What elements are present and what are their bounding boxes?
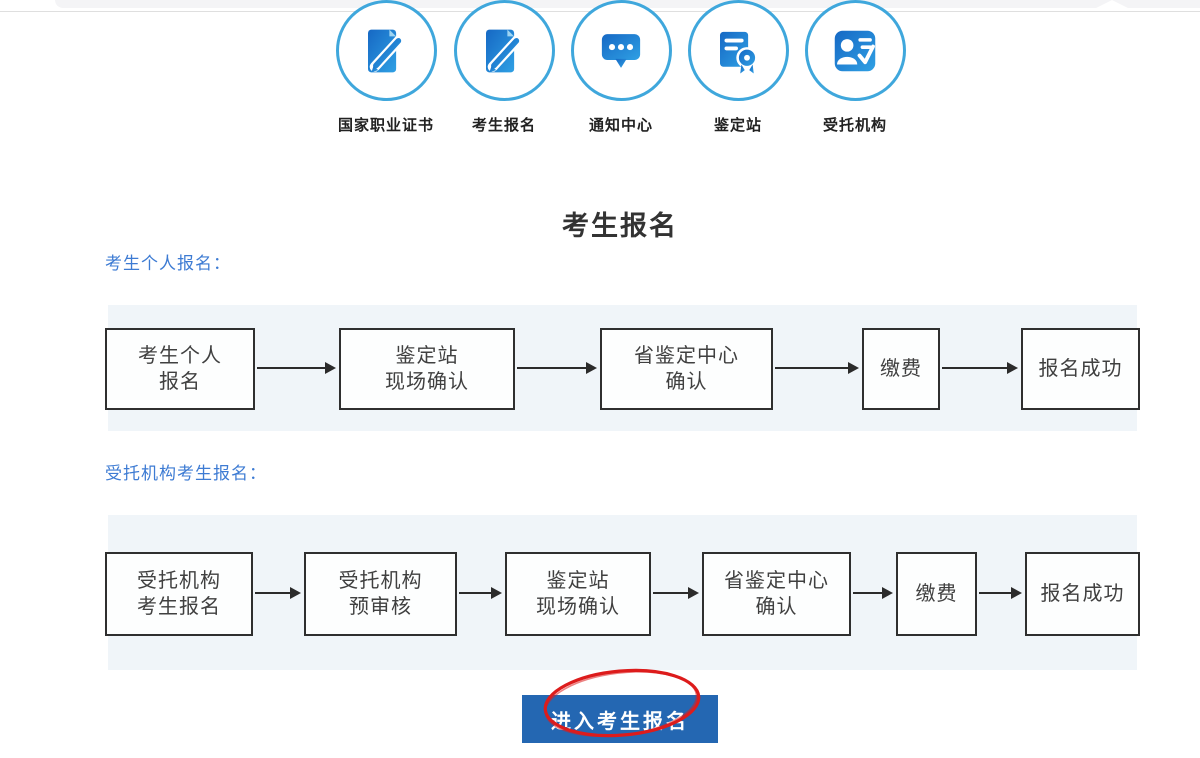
document-pencil-icon: [486, 29, 523, 72]
nav-circle: [804, 0, 906, 101]
flow-arrow-icon: [255, 587, 301, 599]
flow-step-line: 考生报名: [137, 596, 221, 618]
flow-step: 缴费: [862, 328, 940, 410]
toolbar-notch: [1096, 0, 1128, 8]
flow-step-line: 确认: [665, 371, 708, 393]
section-label-individual: 考生个人报名：: [105, 254, 231, 273]
flow-step: 鉴定站 现场确认: [339, 328, 515, 410]
flow-step: 受托机构 预审核: [304, 552, 457, 636]
flow-step-line: 鉴定站: [395, 344, 459, 367]
flow-step-line: 现场确认: [385, 371, 469, 393]
certificate-medal-icon: [720, 31, 758, 73]
flow-step: 考生个人 报名: [105, 328, 255, 410]
flow-step: 报名成功: [1025, 552, 1140, 636]
flow-step-line: 省鉴定中心: [724, 569, 829, 592]
nav-item-assessment-station[interactable]: 鉴定站: [680, 0, 796, 135]
flow-arrow-icon: [979, 587, 1022, 599]
person-checklist-icon: [834, 30, 876, 71]
flow-step: 缴费: [896, 552, 977, 636]
flow-step-line: 确认: [755, 596, 798, 618]
flow-step-line: 报名成功: [1038, 357, 1123, 380]
flow-step-line: 预审核: [349, 596, 412, 618]
flow-step: 鉴定站 现场确认: [505, 552, 651, 636]
nav-item-candidate-registration[interactable]: 考生报名: [446, 0, 562, 135]
flow-step: 省鉴定中心 确认: [702, 552, 851, 636]
flow-step-line: 现场确认: [536, 596, 620, 618]
nav-item-label: 通知中心: [588, 117, 653, 134]
enter-registration-button[interactable]: 进入考生报名: [522, 695, 718, 743]
nav-item-notification-center[interactable]: 通知中心: [563, 0, 679, 135]
flow-step-line: 报名成功: [1040, 582, 1125, 605]
nav-item-label: 国家职业证书: [337, 117, 434, 134]
nav-item-entrusted-institution[interactable]: 受托机构: [797, 0, 913, 135]
flow-arrow-icon: [459, 587, 502, 599]
flow-step: 受托机构 考生报名: [105, 552, 253, 636]
flow-arrow-icon: [257, 362, 336, 374]
flow-step: 报名成功: [1021, 328, 1140, 410]
nav-item-national-certificate[interactable]: 国家职业证书: [328, 0, 444, 135]
nav-circle: [453, 0, 555, 101]
flow-step-line: 考生个人: [138, 344, 222, 367]
page-title: 考生报名: [562, 211, 678, 242]
flow-step-line: 受托机构: [137, 569, 221, 592]
flow-arrow-icon: [517, 362, 597, 374]
flow-step: 省鉴定中心 确认: [600, 328, 773, 410]
flow-arrow-icon: [775, 362, 859, 374]
nav-circle: [570, 0, 672, 101]
flow-step-line: 缴费: [915, 582, 958, 605]
flow-step-line: 报名: [159, 371, 201, 393]
nav-item-label: 考生报名: [471, 117, 536, 134]
flow-step-line: 省鉴定中心: [634, 344, 739, 367]
nav-item-label: 受托机构: [822, 117, 887, 134]
flow-step-line: 缴费: [880, 357, 922, 380]
flow-arrow-icon: [853, 587, 893, 599]
nav-circle: [687, 0, 789, 101]
flow-arrow-icon: [653, 587, 699, 599]
flow-step-line: 受托机构: [338, 569, 423, 592]
nav-circle: [335, 0, 437, 101]
section-label-entrusted: 受托机构考生报名：: [105, 464, 267, 483]
flow-step-line: 鉴定站: [546, 569, 610, 592]
document-pencil-icon: [368, 29, 405, 72]
flow-arrow-icon: [942, 362, 1018, 374]
nav-item-label: 鉴定站: [713, 117, 762, 134]
chat-bubble-icon: [601, 33, 641, 68]
